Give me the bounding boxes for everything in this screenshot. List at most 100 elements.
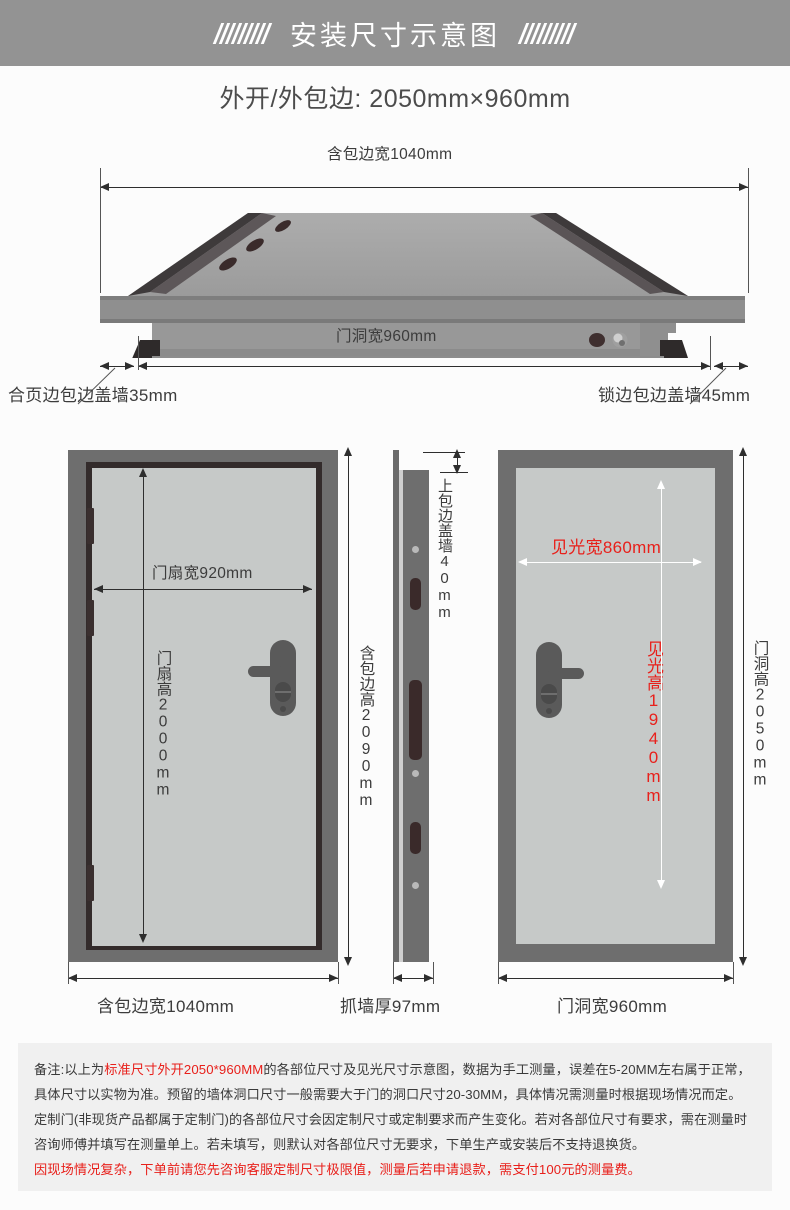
side-wall-thickness-label: 抓墙厚97mm: [340, 997, 441, 1016]
profile-bolt-bottom: [410, 822, 421, 854]
right-door-elevation: [498, 450, 733, 962]
top-opening-width-label: 门洞宽960mm: [336, 328, 437, 345]
hatch-left-icon: [212, 22, 273, 44]
note-line-1-prefix: 备注:以上为: [34, 1062, 105, 1077]
profile-flange: [393, 450, 399, 962]
left-frame-width-arrow-right: [329, 974, 338, 982]
top-hinge-cover-arrow-right: [125, 362, 134, 370]
right-clear-width-line: [521, 562, 701, 563]
top-perspective-view: 含包边宽1040mm: [0, 128, 790, 428]
top-ext-right: [748, 168, 749, 293]
top-ext-left: [100, 168, 101, 293]
left-door-handle: [248, 640, 308, 720]
left-leaf-width-label: 门扇宽920mm: [152, 565, 253, 582]
note-line-5: 因现场情况复杂，下单前请您先咨询客服定制尺寸极限值，测量后若申请退款，需支付10…: [34, 1162, 641, 1177]
right-opening-height-arrow-down: [739, 957, 747, 966]
left-door-hinge-top: [87, 508, 94, 544]
profile-bolt-top: [410, 578, 421, 610]
right-opening-width-label: 门洞宽960mm: [557, 997, 668, 1016]
right-opening-height-label: 门洞高2050mm: [751, 640, 769, 789]
top-opening-arrow-left: [138, 362, 147, 370]
side-top-cover-ref-line: [423, 452, 465, 453]
left-door-hinge-bottom: [87, 865, 94, 901]
top-lock-cover-arrow-left: [714, 362, 723, 370]
right-door-handle: [526, 642, 586, 722]
left-door-elevation: [68, 450, 338, 962]
right-clear-width-arrow-left: [518, 558, 527, 566]
top-opening-arrow-right: [701, 362, 710, 370]
top-overall-width-line: [100, 187, 748, 188]
right-clear-height-arrow-down: [657, 880, 665, 889]
left-leaf-height-line: [143, 472, 144, 938]
top-opening-ext-left: [138, 336, 139, 370]
left-frame-width-ext-left: [68, 962, 69, 984]
side-profile-view: [393, 450, 433, 962]
profile-dot-bottom: [412, 882, 419, 889]
side-top-cover-base-line: [440, 472, 468, 473]
side-top-cover-arrow-down: [453, 465, 461, 474]
left-handle-keyhole-slot: [275, 691, 291, 693]
cover-leader-lines: [77, 367, 727, 405]
left-leaf-width-line: [94, 589, 312, 590]
right-clear-width-arrow-right: [693, 558, 702, 566]
top-overall-width-label: 含包边宽1040mm: [327, 146, 453, 163]
note-line-3: 定制门(非现货产品都属于定制门)的各部位尺寸会因定制尺寸或定制要求而产生变化。若…: [34, 1112, 748, 1127]
side-top-cover-line: [457, 452, 458, 472]
right-clear-height-arrow-up: [657, 480, 665, 489]
profile-dot-top: [412, 546, 419, 553]
right-handle-lever: [548, 668, 584, 679]
top-hinge-cover-arrow-left: [100, 362, 109, 370]
left-leaf-width-arrow-left: [94, 585, 103, 593]
door-frame-perspective-graphic: [100, 213, 745, 358]
top-lock-cover-arrow-right: [739, 362, 748, 370]
top-opening-ext-right: [710, 336, 711, 370]
hatch-right-icon: [517, 22, 578, 44]
profile-gap: [399, 470, 403, 962]
top-opening-width-line: [138, 366, 710, 367]
notes-panel: 备注:以上为标准尺寸外开2050*960MM的各部位尺寸及见光尺寸示意图，数据为…: [18, 1043, 772, 1191]
note-line-1-suffix: 的各部位尺寸及见光尺寸示意图，数据为手工测量，误差在5-20MM左右属于正常，: [263, 1062, 751, 1077]
side-wall-thickness-arrow-right: [424, 974, 433, 982]
top-hinge-cover-label: 合页边包边盖墙35mm: [8, 386, 178, 405]
right-clear-height-label: 见光高1940mm: [644, 640, 663, 805]
right-opening-ext-right: [733, 962, 734, 984]
right-opening-height-arrow-up: [739, 447, 747, 456]
left-handle-screw: [280, 706, 286, 712]
right-clear-width-label: 见光宽860mm: [551, 538, 662, 557]
note-line-2: 具体尺寸以实物为准。预留的墙体洞口尺寸一般需要大于门的洞口尺寸20-30MM，具…: [34, 1087, 742, 1102]
left-frame-height-line: [348, 451, 349, 961]
side-top-cover-arrow-up: [453, 449, 461, 458]
top-overall-arrow-right: [739, 183, 748, 191]
left-frame-width-label: 含包边宽1040mm: [97, 997, 235, 1016]
side-wall-ext-right: [433, 962, 434, 984]
left-handle-plate: [270, 640, 296, 716]
right-opening-width-line: [498, 978, 733, 979]
top-hinge-cover-line: [100, 366, 134, 367]
note-line-4: 咨询师傅并填写在测量单上。若未填写，则默认对各部位尺寸无要求，下单生产或安装后不…: [34, 1137, 646, 1152]
side-wall-ext-left: [393, 962, 394, 984]
right-opening-height-line: [743, 451, 744, 961]
right-handle-keyhole-slot: [541, 693, 557, 695]
note-line-1-emphasis: 标准尺寸外开2050*960MM: [104, 1062, 264, 1077]
page-subtitle: 外开/外包边: 2050mm×960mm: [219, 85, 571, 113]
top-lock-cover-label: 锁边包边盖墙45mm: [598, 386, 751, 405]
right-clear-height-line: [661, 484, 662, 884]
side-wall-thickness-arrow-left: [393, 974, 402, 982]
left-frame-height-arrow-up: [344, 447, 352, 456]
profile-top-chamfer: [403, 470, 429, 478]
left-frame-height-label: 含包边高2090mm: [357, 645, 375, 809]
side-top-cover-label: 上包边盖墙40mm: [436, 478, 453, 621]
side-wall-thickness-line: [393, 978, 433, 979]
page-title: 安装尺寸示意图: [290, 20, 500, 51]
profile-dot-middle: [412, 770, 419, 777]
right-opening-width-arrow-right: [724, 974, 733, 982]
left-leaf-height-arrow-down: [139, 934, 147, 943]
right-handle-screw: [546, 708, 552, 714]
right-handle-plate: [536, 642, 562, 718]
top-overall-arrow-left: [100, 183, 109, 191]
profile-bolt-lock: [409, 680, 422, 760]
left-frame-height-arrow-down: [344, 957, 352, 966]
left-door-hinge-middle: [87, 600, 94, 636]
top-lock-cover-line: [714, 366, 748, 367]
